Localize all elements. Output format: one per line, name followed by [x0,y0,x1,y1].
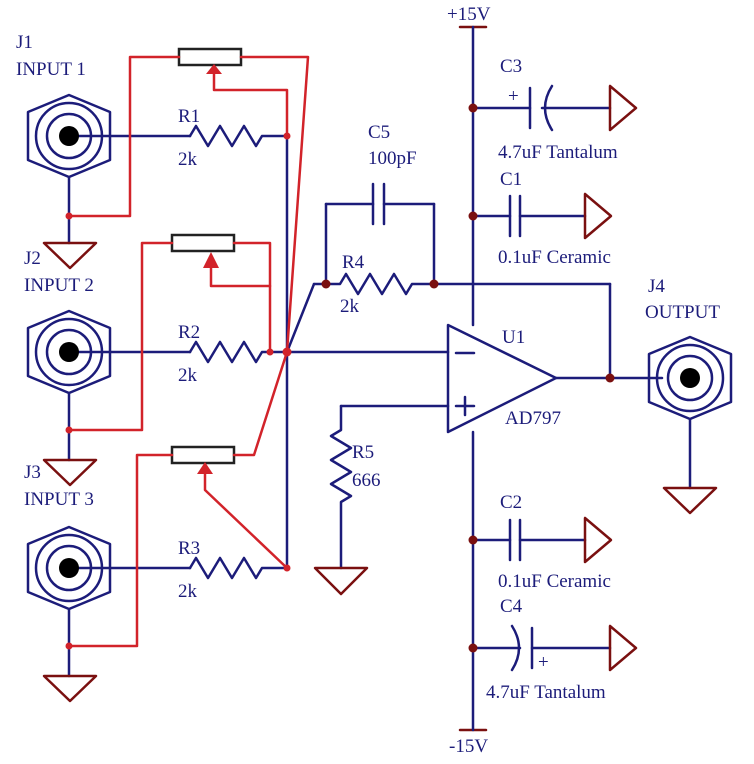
ground-j1 [42,241,98,270]
opamp-part: AD797 [505,408,561,429]
r5-value: 666 [352,470,381,491]
r3-ref: R3 [178,538,200,559]
connector-j2: J2 INPUT 2 [24,248,112,462]
connector-j4: J4 OUTPUT [645,276,733,490]
resistor-r5: R5 666 [329,404,450,570]
j2-label: INPUT 2 [24,275,94,296]
c5-value: 100pF [368,148,417,169]
c4-value: 4.7uF Tantalum [486,682,606,703]
j4-ref: J4 [648,276,665,297]
opamp-ref: U1 [502,327,525,348]
j1-label: INPUT 1 [16,59,86,80]
j4-label: OUTPUT [645,302,720,323]
c4-ref: C4 [500,596,523,617]
ground-c3 [608,84,638,132]
r2-value: 2k [178,365,198,386]
r4-ref: R4 [342,252,365,273]
j2-ref: J2 [24,248,41,269]
r1-value: 2k [178,149,198,170]
c1-value: 0.1uF Ceramic [498,247,611,268]
capacitor-c1: C1 0.1uF Ceramic [471,169,611,268]
c3-value: 4.7uF Tantalum [498,142,618,163]
opamp-u1: U1 AD797 [446,323,561,434]
ground-c1 [583,192,613,240]
ground-c4 [608,624,638,672]
capacitor-c3: + C3 4.7uF Tantalum [471,56,618,163]
ground-j4 [662,486,718,515]
r2-ref: R2 [178,322,200,343]
positive-rail: +15V [447,4,491,327]
c2-value: 0.1uF Ceramic [498,571,611,592]
positive-rail-label: +15V [447,4,491,25]
capacitor-c4: + C4 4.7uF Tantalum [471,596,612,703]
r3-value: 2k [178,581,198,602]
c1-ref: C1 [500,169,522,190]
r4-value: 2k [340,296,360,317]
c3-ref: C3 [500,56,522,77]
feedback-network: C5 100pF R4 2k [285,122,612,380]
capacitor-c2: C2 0.1uF Ceramic [471,492,611,592]
r5-ref: R5 [352,442,374,463]
ground-c2 [583,516,613,564]
c5-ref: C5 [368,122,390,143]
c2-ref: C2 [500,492,522,513]
r1-ref: R1 [178,106,200,127]
potentiometer-overlay [65,47,310,650]
resistor-r2: R2 2k [67,322,289,386]
j3-label: INPUT 3 [24,489,94,510]
j1-ref: J1 [16,32,33,53]
c3-plus-sign: + [508,86,519,107]
negative-rail: -15V [449,430,488,757]
ground-j2 [42,458,98,487]
ground-r5 [313,566,369,596]
j3-ref: J3 [24,462,41,483]
negative-rail-label: -15V [449,736,488,757]
connector-j3: J3 INPUT 3 [24,462,112,678]
c4-plus-sign: + [538,652,549,673]
connector-j1: J1 INPUT 1 [16,32,112,245]
resistor-r3: R3 2k [67,538,289,602]
ground-j3 [42,674,98,703]
